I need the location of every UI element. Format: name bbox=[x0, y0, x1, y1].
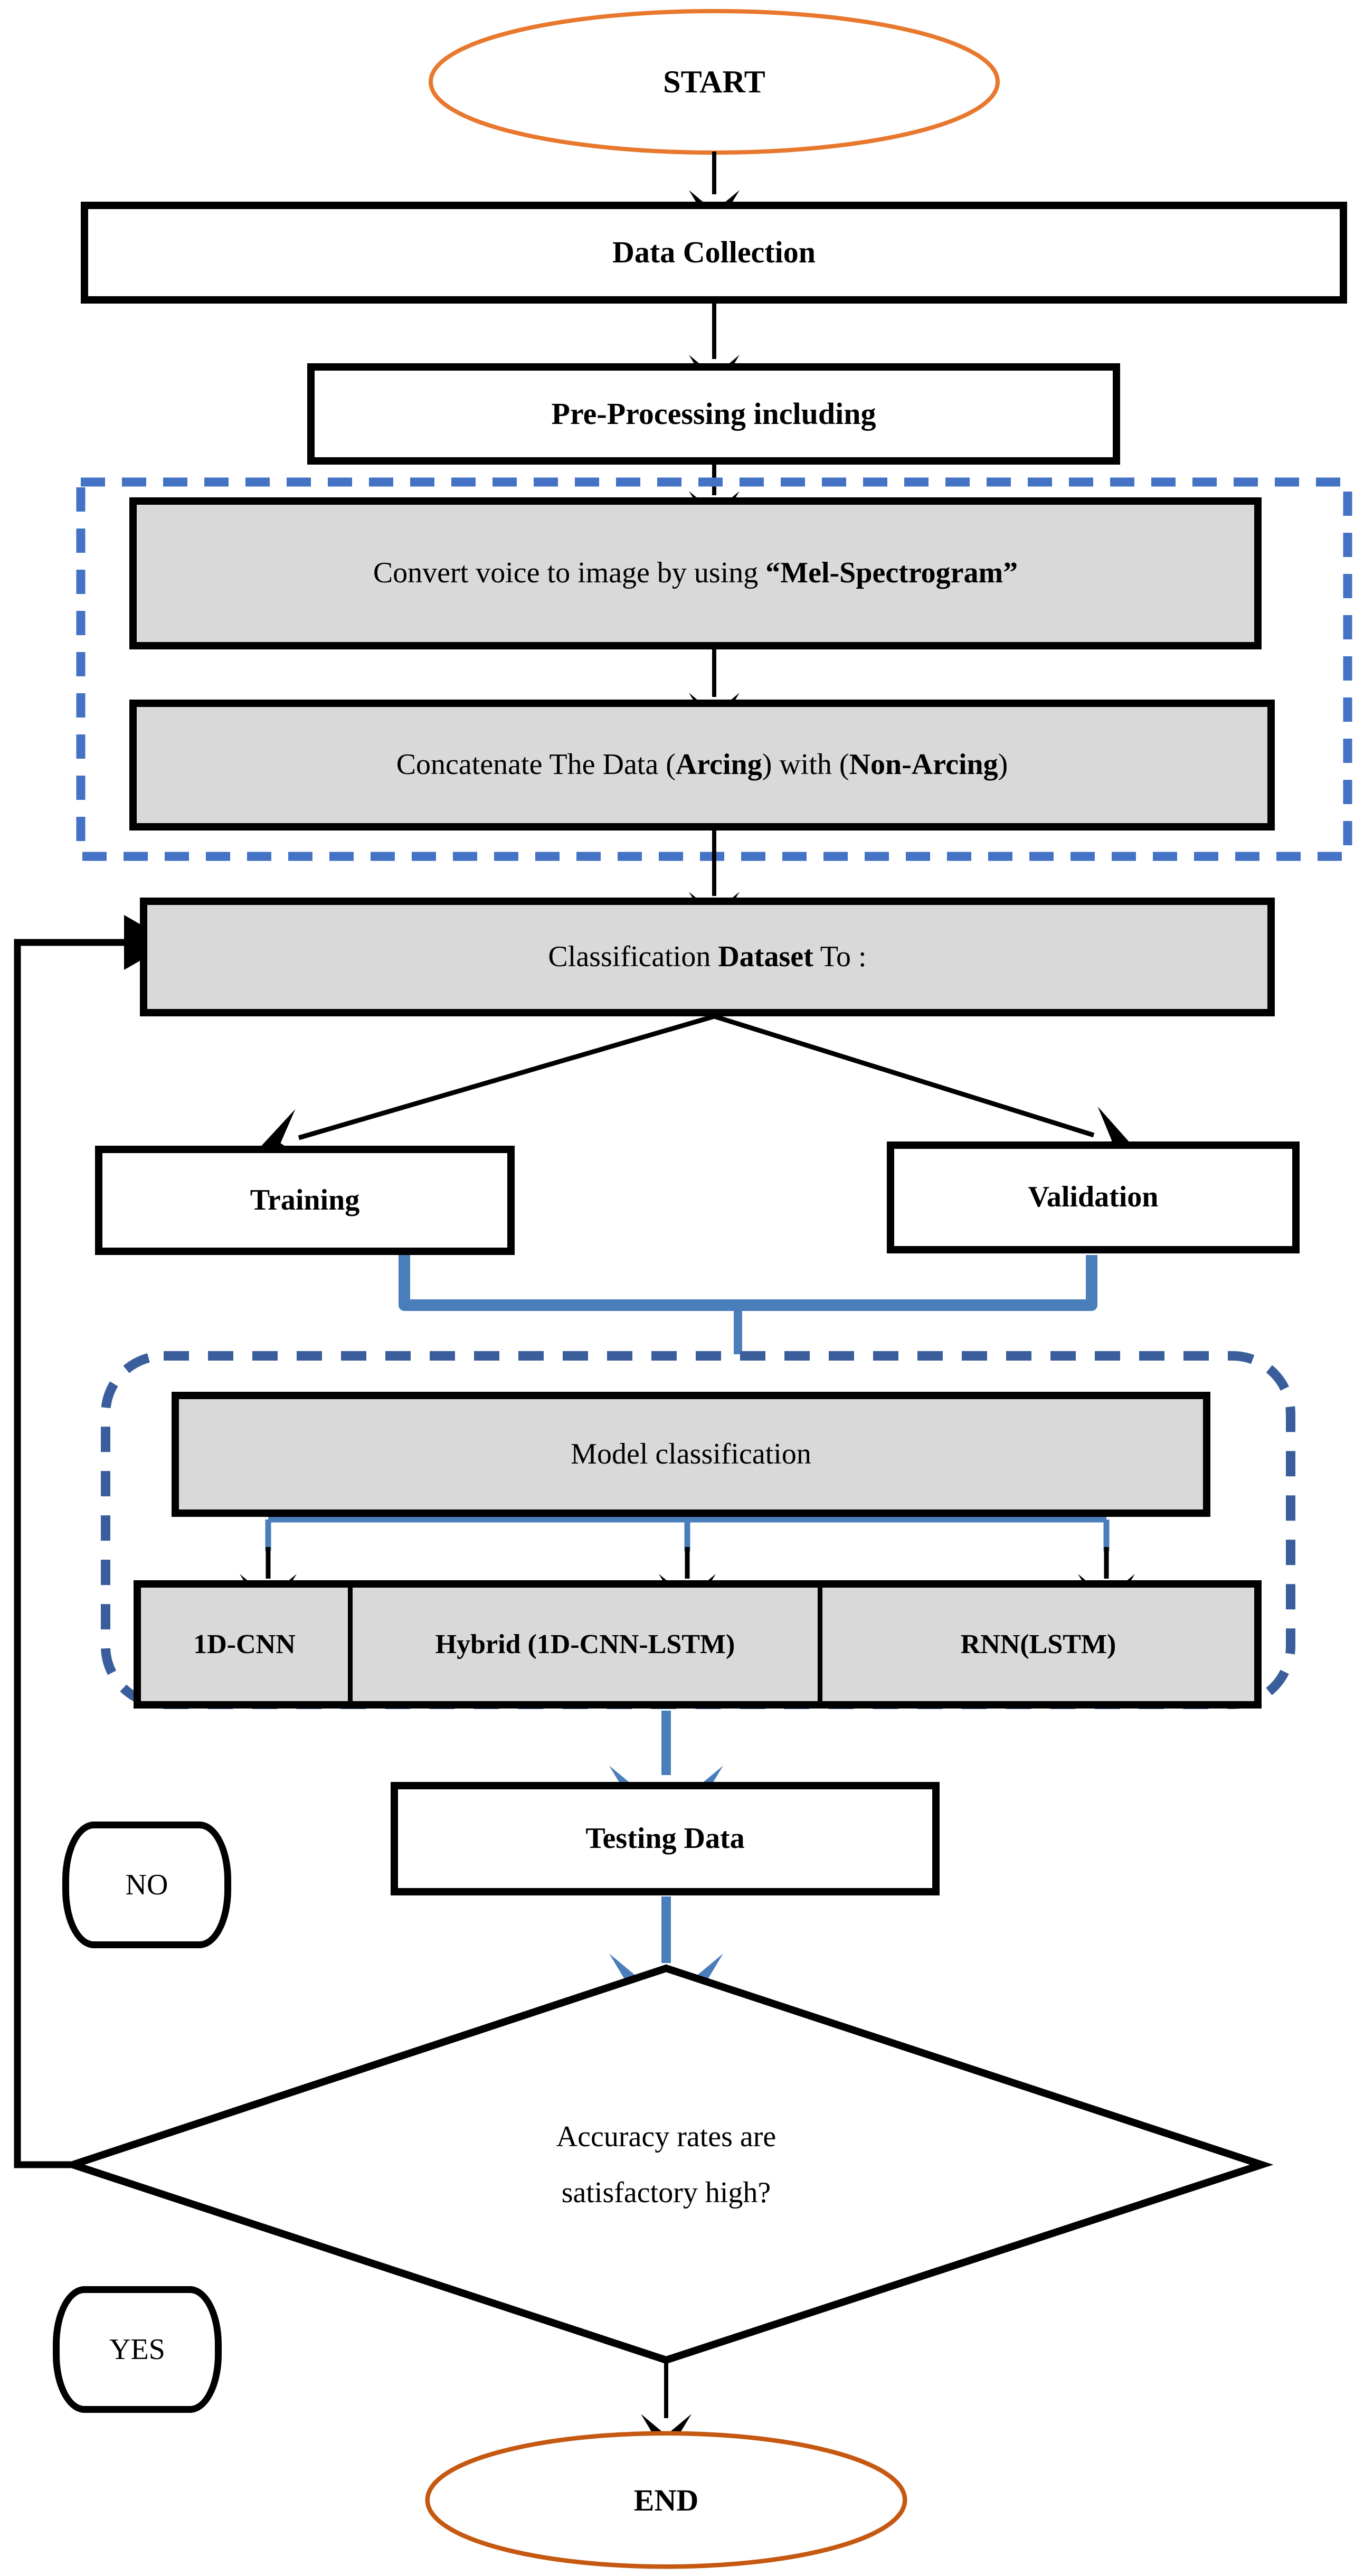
pre-processing-label: Pre-Processing including bbox=[551, 396, 876, 431]
concatenate-text-1: Concatenate The Data ( bbox=[396, 748, 676, 781]
model-classification-label: Model classification bbox=[571, 1437, 811, 1470]
model-cell-hybrid[interactable]: Hybrid (1D-CNN-LSTM) bbox=[348, 1588, 818, 1701]
feedback-loop-no-path bbox=[14, 915, 172, 2168]
mel-spectrogram-text: Convert voice to image by using bbox=[373, 556, 766, 590]
decision-line-1: Accuracy rates are bbox=[556, 2120, 776, 2153]
decision-line-2: satisfactory high? bbox=[561, 2176, 771, 2209]
model-label-hybrid: Hybrid (1D-CNN-LSTM) bbox=[435, 1629, 735, 1659]
classification-dataset-box: Classification Dataset To : bbox=[140, 898, 1275, 1016]
model-label-1d-cnn: 1D-CNN bbox=[193, 1629, 296, 1659]
end-label: END bbox=[633, 2483, 699, 2517]
concatenate-text-2: ) with ( bbox=[762, 748, 849, 781]
classification-text-1: Classification bbox=[548, 940, 718, 973]
decision-text: Accuracy rates are satisfactory high? bbox=[402, 2093, 930, 2236]
concatenate-box: Concatenate The Data (Arcing) with (Non-… bbox=[129, 700, 1275, 831]
data-collection-box: Data Collection bbox=[81, 202, 1347, 304]
branch-label-no: NO bbox=[62, 1822, 231, 1948]
model-cell-rnn-lstm[interactable]: RNN(LSTM) bbox=[818, 1588, 1254, 1701]
testing-data-label: Testing Data bbox=[585, 1822, 745, 1855]
concatenate-emphasis-non-arcing: Non-Arcing bbox=[849, 748, 998, 781]
concatenate-text-3: ) bbox=[998, 748, 1008, 781]
end-terminator: END bbox=[430, 2436, 903, 2564]
arrow-classification-to-validation bbox=[713, 1014, 1135, 1161]
data-collection-label: Data Collection bbox=[612, 235, 816, 270]
model-variants-row: 1D-CNN Hybrid (1D-CNN-LSTM) RNN(LSTM) bbox=[134, 1580, 1262, 1709]
model-cell-1d-cnn[interactable]: 1D-CNN bbox=[141, 1588, 348, 1701]
training-label: Training bbox=[250, 1183, 360, 1216]
blue-bracket-model-split bbox=[265, 1516, 1110, 1551]
mel-spectrogram-emphasis: “Mel-Spectrogram” bbox=[765, 556, 1018, 590]
start-label: START bbox=[663, 64, 765, 99]
model-label-rnn-lstm: RNN(LSTM) bbox=[960, 1629, 1116, 1659]
concatenate-emphasis-arcing: Arcing bbox=[675, 748, 762, 781]
testing-data-box: Testing Data bbox=[391, 1782, 940, 1895]
validation-box: Validation bbox=[887, 1141, 1300, 1253]
validation-label: Validation bbox=[1028, 1181, 1159, 1214]
classification-text-2: To : bbox=[813, 940, 867, 973]
branch-yes-label: YES bbox=[109, 2333, 165, 2366]
branch-no-label: NO bbox=[125, 1869, 168, 1901]
arrow-classification-to-training bbox=[258, 1014, 715, 1164]
branch-label-yes: YES bbox=[53, 2286, 222, 2413]
classification-emphasis-dataset: Dataset bbox=[718, 940, 813, 973]
pre-processing-box: Pre-Processing including bbox=[307, 363, 1120, 465]
blue-bracket-training-validation bbox=[399, 1255, 1097, 1311]
mel-spectrogram-box: Convert voice to image by using “Mel-Spe… bbox=[129, 497, 1262, 649]
model-classification-box: Model classification bbox=[172, 1392, 1210, 1517]
start-terminator: START bbox=[433, 13, 996, 150]
training-box: Training bbox=[95, 1146, 515, 1255]
